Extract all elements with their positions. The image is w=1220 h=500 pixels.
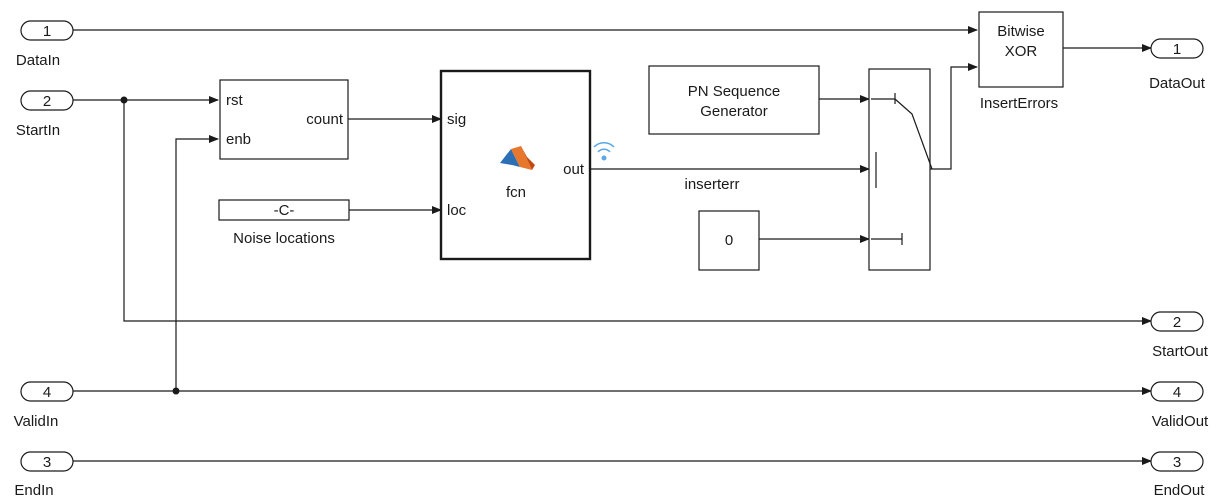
outport-validout[interactable]: 4 ValidOut: [1150, 381, 1209, 430]
pn-sequence-generator-block[interactable]: PN Sequence Generator: [648, 65, 820, 135]
noise-constant-label: Noise locations: [233, 230, 335, 247]
xor-block-name: InsertErrors: [980, 95, 1058, 112]
noise-locations-constant[interactable]: -C- Noise locations: [218, 199, 350, 247]
noise-constant-body[interactable]: [218, 199, 350, 221]
port-number: 4: [1173, 384, 1181, 401]
port-number: 1: [1173, 41, 1181, 58]
counter-block[interactable]: rst enb count: [219, 79, 349, 160]
inport-startin[interactable]: 2 StartIn: [16, 90, 74, 139]
fcn-loc-port-label: loc: [447, 202, 467, 219]
port-number: 3: [43, 454, 51, 471]
port-label: ValidIn: [14, 413, 59, 430]
port-number: 4: [43, 384, 51, 401]
inport-validin[interactable]: 4 ValidIn: [14, 381, 74, 430]
matlab-function-block[interactable]: sig loc out fcn: [439, 69, 592, 261]
inport-datain[interactable]: 1 DataIn: [16, 20, 74, 69]
outport-startout[interactable]: 2 StartOut: [1150, 311, 1209, 360]
multiport-switch-block[interactable]: [868, 68, 933, 271]
port-label: ValidOut: [1152, 413, 1209, 430]
inport-endin[interactable]: 3 EndIn: [14, 451, 74, 499]
port-label: StartOut: [1152, 343, 1209, 360]
pn-label-line2: Generator: [700, 103, 768, 120]
port-number: 2: [43, 93, 51, 110]
port-label: DataOut: [1149, 75, 1206, 92]
zero-constant-value: 0: [725, 232, 733, 249]
branch-point-valid: [172, 387, 180, 395]
port-label: EndOut: [1154, 482, 1206, 499]
port-label: StartIn: [16, 122, 60, 139]
signal-broadcast-icon: [593, 142, 615, 161]
counter-count-port-label: count: [306, 111, 344, 128]
signal-label-inserterr: inserterr: [684, 176, 739, 193]
outport-dataout[interactable]: 1 DataOut: [1149, 38, 1206, 92]
port-label: DataIn: [16, 52, 60, 69]
fcn-out-port-label: out: [563, 161, 585, 178]
counter-enb-port-label: enb: [226, 131, 251, 148]
fcn-sig-port-label: sig: [447, 111, 466, 128]
counter-block-body[interactable]: [219, 79, 349, 160]
matlab-logo-icon: [500, 146, 535, 170]
pn-label-line1: PN Sequence: [688, 83, 781, 100]
noise-constant-value: -C-: [274, 202, 295, 219]
port-number: 3: [1173, 454, 1181, 471]
wire-validin-to-enb[interactable]: [175, 135, 219, 391]
signal-lines: [73, 26, 1152, 465]
wire-switch-to-xor[interactable]: [930, 63, 978, 170]
xor-label-line1: Bitwise: [997, 23, 1045, 40]
wire-startin-to-startout[interactable]: [123, 100, 1152, 325]
fcn-name-label: fcn: [506, 184, 526, 201]
pn-block-body[interactable]: [648, 65, 820, 135]
port-label: EndIn: [14, 482, 53, 499]
zero-constant-body[interactable]: [698, 210, 760, 271]
branch-point-start: [120, 96, 128, 104]
zero-constant-block[interactable]: 0: [698, 210, 760, 271]
counter-rst-port-label: rst: [226, 92, 243, 109]
outport-endout[interactable]: 3 EndOut: [1150, 451, 1206, 499]
port-number: 2: [1173, 314, 1181, 331]
bitwise-xor-block[interactable]: Bitwise XOR InsertErrors: [978, 11, 1064, 112]
port-number: 1: [43, 23, 51, 40]
xor-label-line2: XOR: [1005, 43, 1038, 60]
multiport-switch-icon: [871, 93, 933, 245]
xor-block-body[interactable]: [978, 11, 1064, 88]
